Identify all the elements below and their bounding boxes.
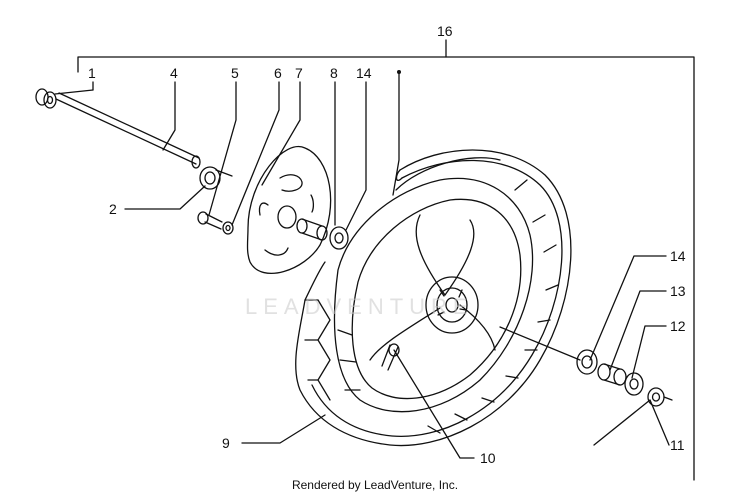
spacer-13 — [597, 363, 627, 386]
watermark: LEADVENTURE — [245, 294, 474, 319]
screw-5 — [197, 211, 234, 235]
callout-7: 7 — [295, 65, 303, 81]
callout-5: 5 — [231, 65, 239, 81]
tire — [295, 149, 572, 447]
callout-14-right: 14 — [670, 248, 686, 264]
leader-12 — [631, 325, 667, 379]
leader-4 — [162, 81, 176, 151]
callout-labels: 16 1 4 5 6 7 8 14 2 9 10 14 13 12 11 — [88, 23, 686, 466]
spacer-2 — [199, 166, 233, 190]
callout-10: 10 — [480, 450, 496, 466]
callout-8: 8 — [330, 65, 338, 81]
hub-spacer — [296, 218, 328, 241]
callout-6: 6 — [274, 65, 282, 81]
leader-7 — [261, 81, 301, 186]
callout-dot — [397, 70, 401, 74]
callout-16: 16 — [437, 23, 453, 39]
leader-10 — [393, 349, 475, 459]
bearing-14-right — [576, 349, 598, 375]
callout-2: 2 — [109, 201, 117, 217]
callout-14-top: 14 — [356, 65, 372, 81]
callout-9: 9 — [222, 435, 230, 451]
leader-11 — [593, 399, 670, 446]
axle-centerline — [499, 326, 581, 361]
callout-4: 4 — [170, 65, 178, 81]
callout-13: 13 — [670, 283, 686, 299]
bearing-8 — [329, 226, 349, 250]
leader-6 — [231, 81, 280, 226]
callout-11: 11 — [670, 437, 685, 453]
leader-13 — [609, 290, 667, 371]
callout-12: 12 — [670, 318, 686, 334]
assembly-bracket — [77, 56, 695, 481]
leader-9 — [241, 414, 326, 444]
footer-credit: Rendered by LeadVenture, Inc. — [291, 478, 459, 492]
callout-1: 1 — [88, 65, 96, 81]
leader-tire — [392, 71, 400, 196]
axle — [55, 92, 201, 169]
leader-14b — [589, 255, 667, 361]
brake-disc — [246, 145, 332, 275]
leader-2 — [124, 185, 206, 210]
leader-14a — [345, 81, 367, 231]
left-bearing — [35, 88, 57, 109]
leader-5 — [208, 81, 237, 216]
seal-12 — [624, 372, 644, 396]
rim — [333, 177, 534, 413]
leader-1b — [54, 89, 94, 95]
valve — [381, 343, 400, 371]
nut-11 — [647, 387, 673, 407]
